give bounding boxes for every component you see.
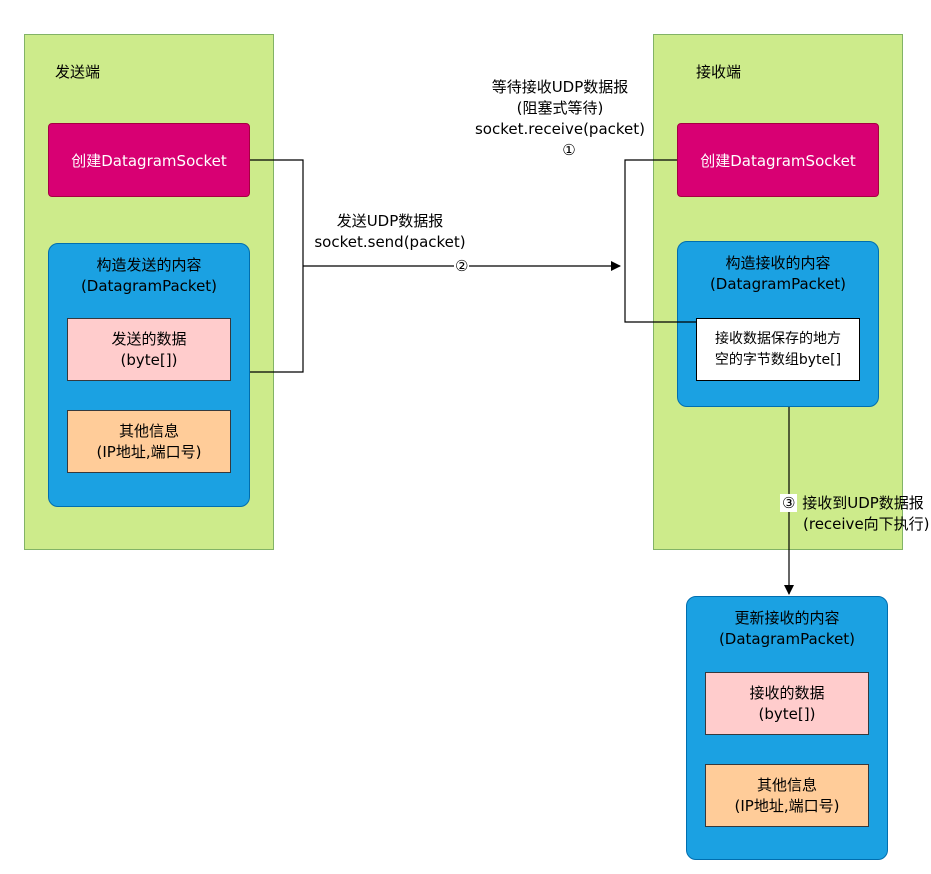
wait-label: 等待接收UDP数据报 (阻塞式等待) socket.receive(packet… [460,77,660,161]
send-label-line1: 发送UDP数据报 [290,211,490,232]
wait-label-line1: 等待接收UDP数据报 [460,77,660,98]
send-label: 发送UDP数据报 socket.send(packet) [290,211,490,253]
wait-label-line3: socket.receive(packet) [460,119,660,140]
received-label-line2: (receive向下执行) [780,514,931,535]
received-label: ③ 接收到UDP数据报 (receive向下执行) [780,493,931,535]
received-label-line1: 接收到UDP数据报 [802,494,924,512]
send-step-marker: ② [454,256,469,276]
wait-label-line2: (阻塞式等待) [460,98,660,119]
wait-step-marker: ① [460,140,660,161]
sender-bracket-line [250,160,303,372]
received-step-marker: ③ [780,494,797,512]
receiver-bracket-line [625,160,696,322]
send-label-line2: socket.send(packet) [290,232,490,253]
